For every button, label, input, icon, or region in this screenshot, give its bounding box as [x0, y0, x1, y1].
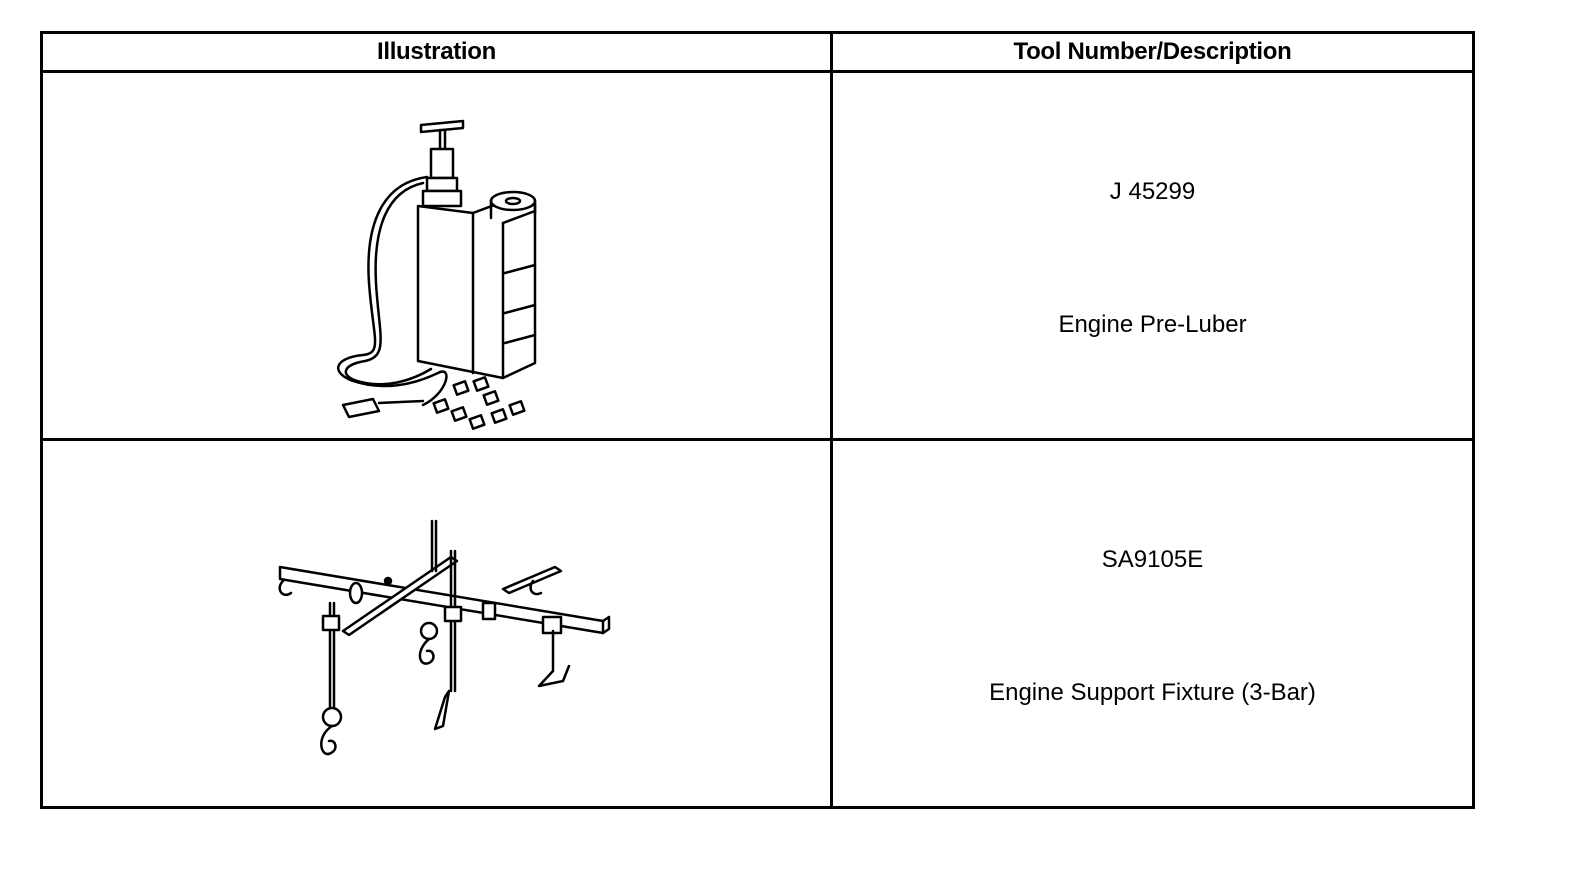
- table-header-row: Illustration Tool Number/Description: [40, 31, 1475, 73]
- tool-description: Engine Support Fixture (3-Bar): [989, 679, 1316, 706]
- illustration-cell: [40, 70, 833, 441]
- engine-pre-luber-icon: [337, 119, 537, 431]
- tool-column-header: Tool Number/Description: [830, 31, 1475, 73]
- special-tools-table: Illustration Tool Number/Description: [40, 31, 1475, 809]
- table-row: J 45299 Engine Pre-Luber: [40, 70, 1475, 441]
- tool-number: SA9105E: [1101, 546, 1204, 573]
- illustration-cell: [40, 438, 833, 809]
- table-row: SA9105E Engine Support Fixture (3-Bar): [40, 438, 1475, 809]
- engine-support-fixture-icon: [278, 519, 611, 756]
- tool-description-cell: J 45299 Engine Pre-Luber: [830, 70, 1475, 441]
- tool-description: Engine Pre-Luber: [1058, 311, 1247, 338]
- illustration-column-header: Illustration: [40, 31, 833, 73]
- tool-description-cell: SA9105E Engine Support Fixture (3-Bar): [830, 438, 1475, 809]
- tool-number: J 45299: [1109, 178, 1196, 205]
